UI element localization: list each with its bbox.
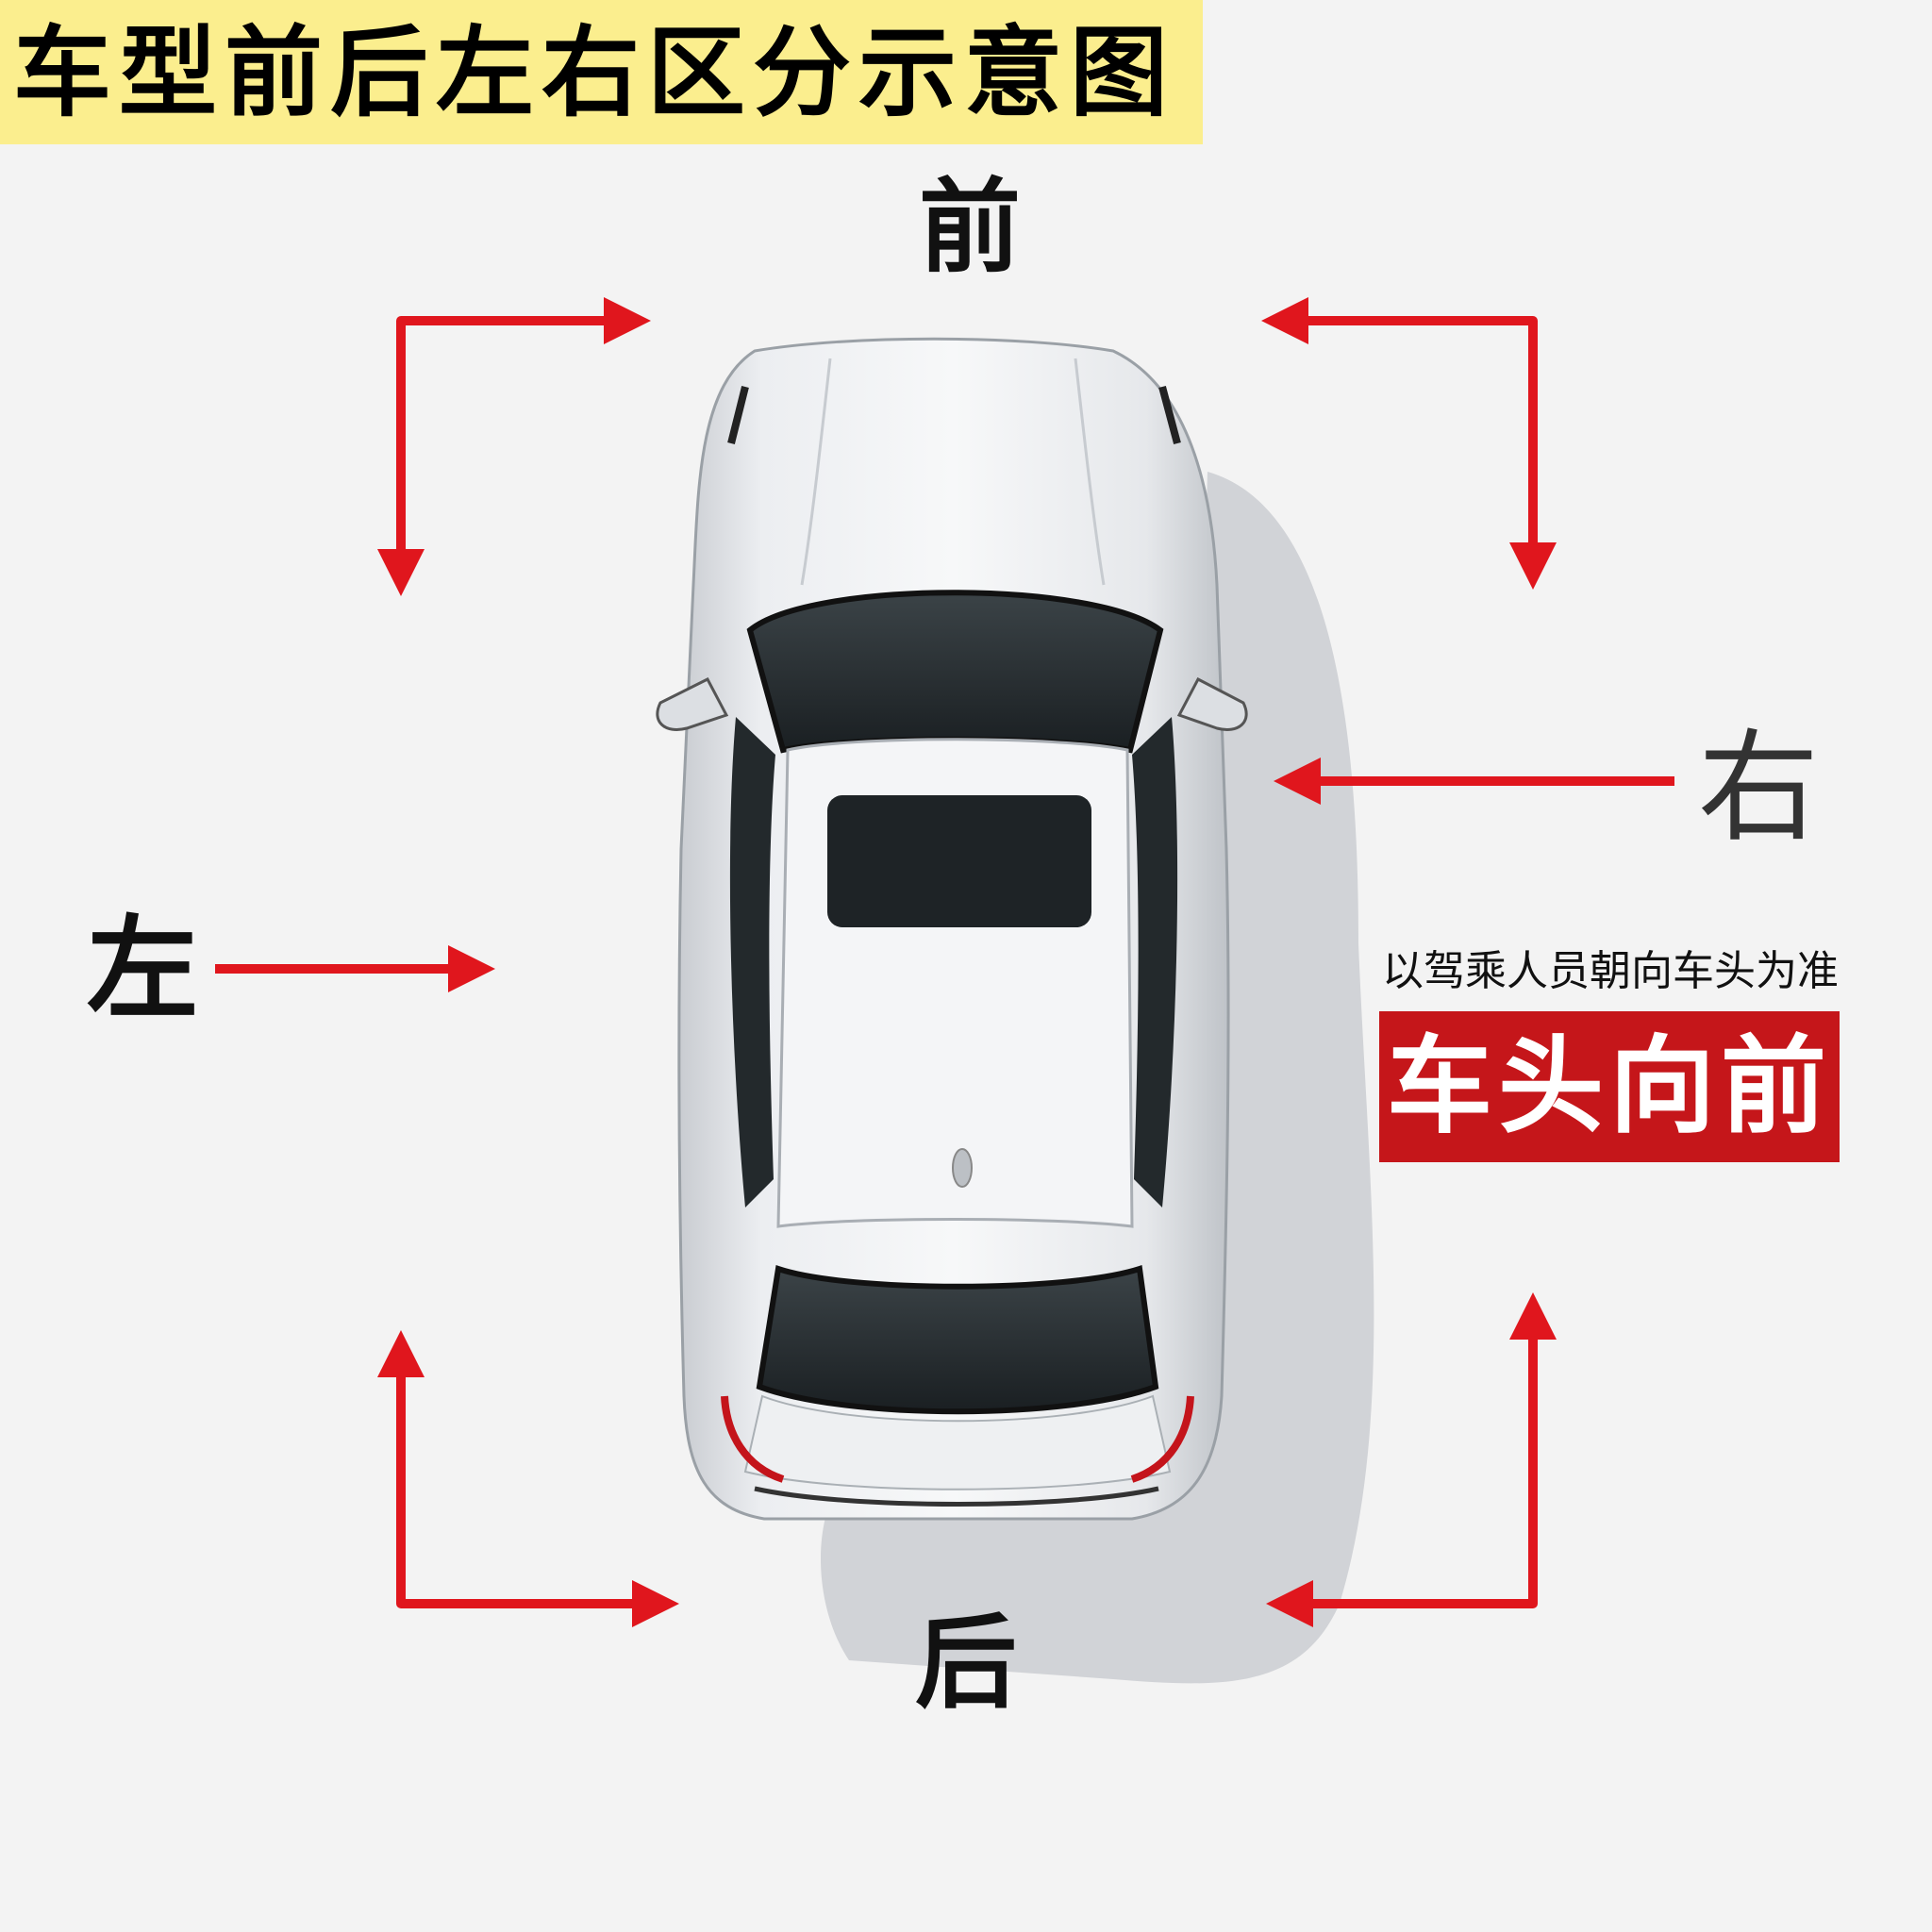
rear-window xyxy=(756,1265,1159,1415)
car-top-view xyxy=(656,337,1248,1521)
left-tail-light xyxy=(721,1395,785,1483)
right-side-windows xyxy=(1132,717,1178,1208)
antenna xyxy=(952,1148,973,1188)
arrow-front-left xyxy=(377,297,651,596)
label-right: 右 xyxy=(1698,718,1820,858)
left-mirror xyxy=(656,677,729,731)
arrow-rear-left xyxy=(377,1330,679,1627)
right-mirror xyxy=(1176,676,1248,731)
arrow-rear-right xyxy=(1266,1292,1557,1627)
orientation-note: 以驾乘人员朝向车头为准 xyxy=(1382,947,1839,995)
sunroof xyxy=(827,795,1091,927)
car-shadow xyxy=(821,472,1374,1684)
arrow-front-right xyxy=(1261,297,1557,590)
left-side-windows xyxy=(729,717,775,1208)
windshield xyxy=(746,590,1164,754)
label-left: 左 xyxy=(87,904,199,1034)
front-facing-badge: 车头向前 xyxy=(1379,1011,1840,1162)
badge-text: 车头向前 xyxy=(1387,1025,1832,1148)
right-tail-light xyxy=(1130,1395,1194,1483)
label-back: 后 xyxy=(915,1605,1018,1723)
label-front: 前 xyxy=(919,169,1022,287)
title-banner: 车型前后左右区分示意图 xyxy=(0,0,1203,144)
diagram-title: 车型前后左右区分示意图 xyxy=(13,14,1176,130)
